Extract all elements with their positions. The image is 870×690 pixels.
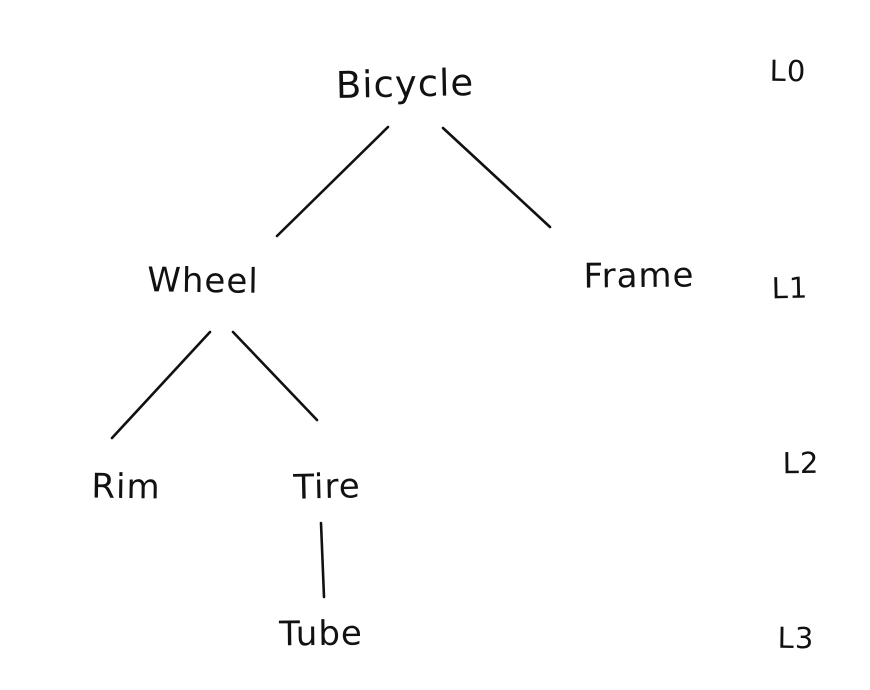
- level-label-l0: L0: [769, 53, 807, 89]
- node-rim: Rim: [91, 466, 161, 508]
- edge-wheel-tire: [231, 330, 319, 422]
- edge-bicycle-wheel: [275, 125, 390, 238]
- edge-wheel-rim: [110, 330, 212, 440]
- level-label-l1: L1: [771, 270, 809, 306]
- node-tube: Tube: [278, 613, 364, 655]
- node-frame: Frame: [583, 255, 695, 297]
- node-wheel: Wheel: [146, 260, 260, 302]
- level-label-l2: L2: [782, 445, 820, 481]
- edge-bicycle-frame: [441, 126, 552, 229]
- edge-tire-tube: [319, 521, 326, 599]
- level-label-l3: L3: [777, 620, 815, 656]
- node-tire: Tire: [292, 466, 362, 508]
- node-bicycle: Bicycle: [335, 61, 475, 107]
